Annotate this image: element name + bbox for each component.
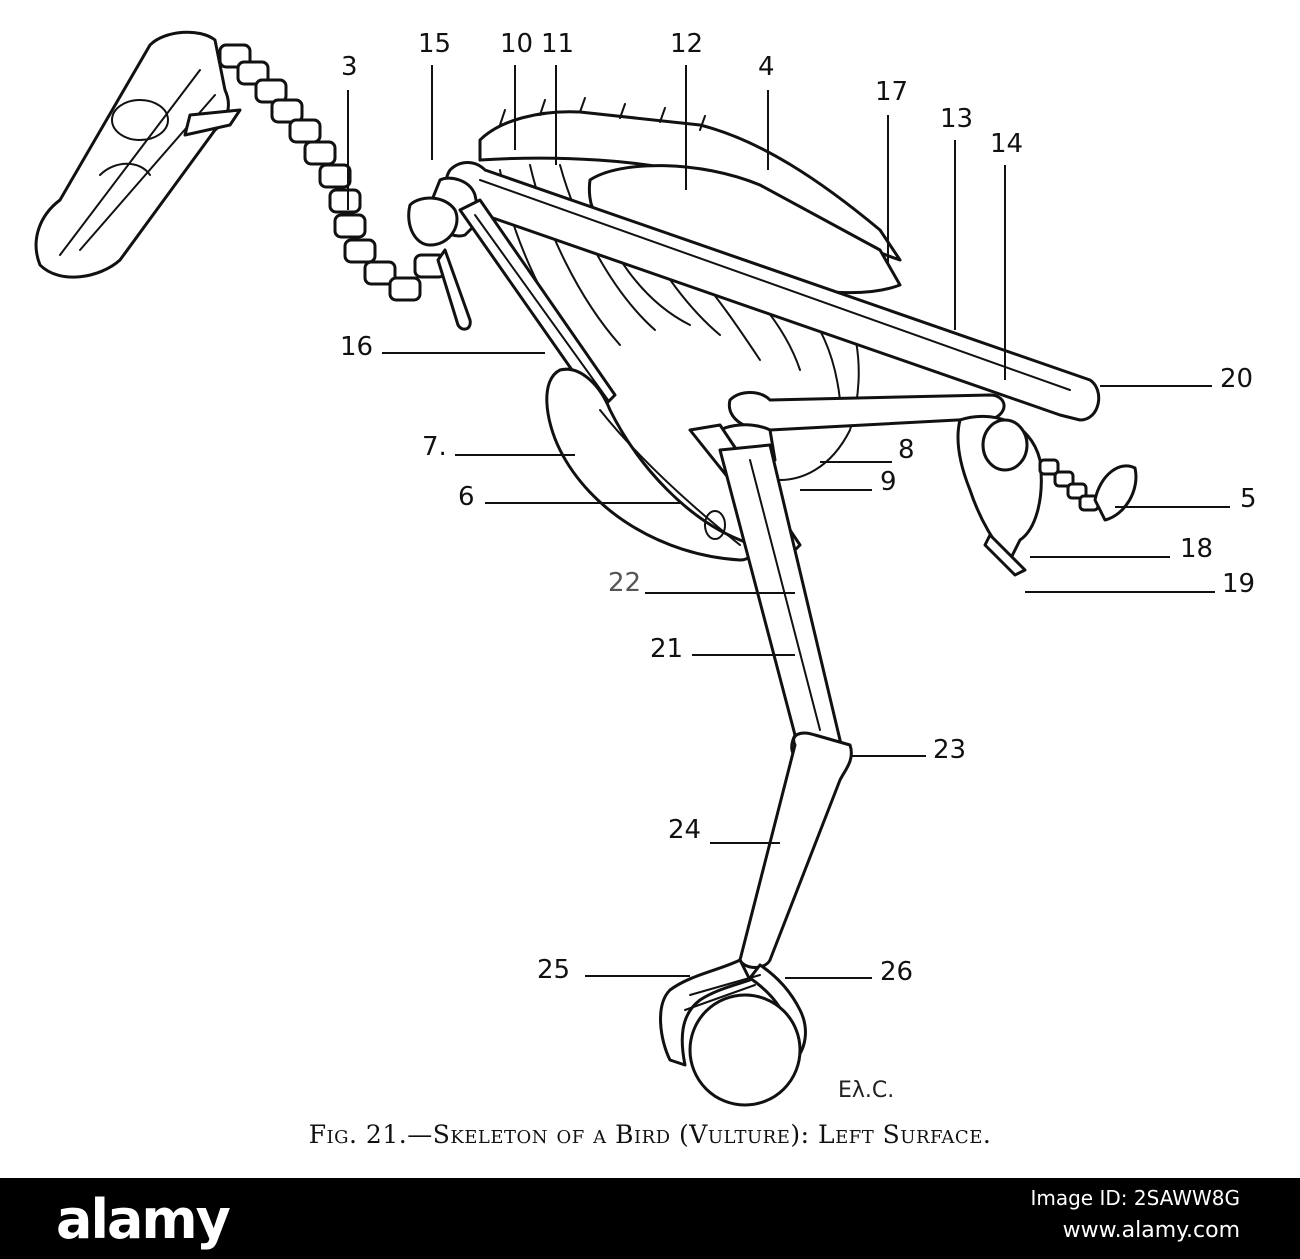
alamy-logo[interactable]: alamy [56, 1188, 231, 1251]
label-6: 6 [458, 482, 475, 512]
label-24: 24 [668, 815, 701, 845]
image-id: Image ID: 2SAWW8G [1030, 1186, 1240, 1210]
label-3: 3 [341, 52, 358, 82]
figure-caption: Fig. 21.—Skeleton of a Bird (Vulture): L… [308, 1120, 992, 1149]
artist-signature: Eλ.C. [838, 1078, 894, 1103]
label-19: 19 [1222, 569, 1255, 599]
skeleton-drawing: 3 15 10 11 12 4 17 13 14 16 20 7. 89 6 5 18 19 22 21 23 24 25… [34, 29, 1257, 1107]
label-4: 4 [758, 52, 775, 82]
label-14: 14 [990, 129, 1023, 159]
site-url[interactable]: www.alamy.com [1062, 1218, 1240, 1243]
label-8: 8 [898, 435, 915, 465]
label-16: 16 [340, 332, 373, 362]
label-21: 21 [650, 634, 683, 664]
label-13: 13 [940, 104, 973, 134]
tibiotarsus [718, 443, 843, 762]
label-18: 18 [1180, 534, 1213, 564]
label-25: 25 [537, 955, 570, 985]
label-7: 7. [422, 432, 447, 462]
pubis [983, 533, 1027, 577]
stock-footer: alamy Image ID: 2SAWW8G www.alamy.com [0, 1178, 1300, 1259]
caudal-vertebrae [1038, 458, 1138, 522]
label-5: 5 [1240, 484, 1257, 514]
label-22: 22 [608, 568, 641, 598]
label-layer: 3 15 10 11 12 4 17 13 14 16 20 7. 89 6 5 18 19 22 21 23 24 25… [340, 29, 1257, 987]
perch [688, 993, 802, 1107]
skull [34, 30, 242, 279]
label-9: 9 [880, 467, 897, 497]
femur [727, 391, 1006, 432]
label-23: 23 [933, 735, 966, 765]
label-20: 20 [1220, 364, 1253, 394]
clavicle [436, 248, 472, 331]
label-26: 26 [880, 957, 913, 987]
cervical-vertebrae [218, 43, 447, 302]
label-11: 11 [541, 29, 574, 59]
label-12: 12 [670, 29, 703, 59]
shoulder-joint [407, 196, 459, 247]
dorsal-vertebrae [478, 97, 902, 262]
label-17: 17 [875, 77, 908, 107]
tarsometatarsus [738, 731, 853, 969]
label-15: 15 [418, 29, 451, 59]
label-10: 10 [500, 29, 533, 59]
